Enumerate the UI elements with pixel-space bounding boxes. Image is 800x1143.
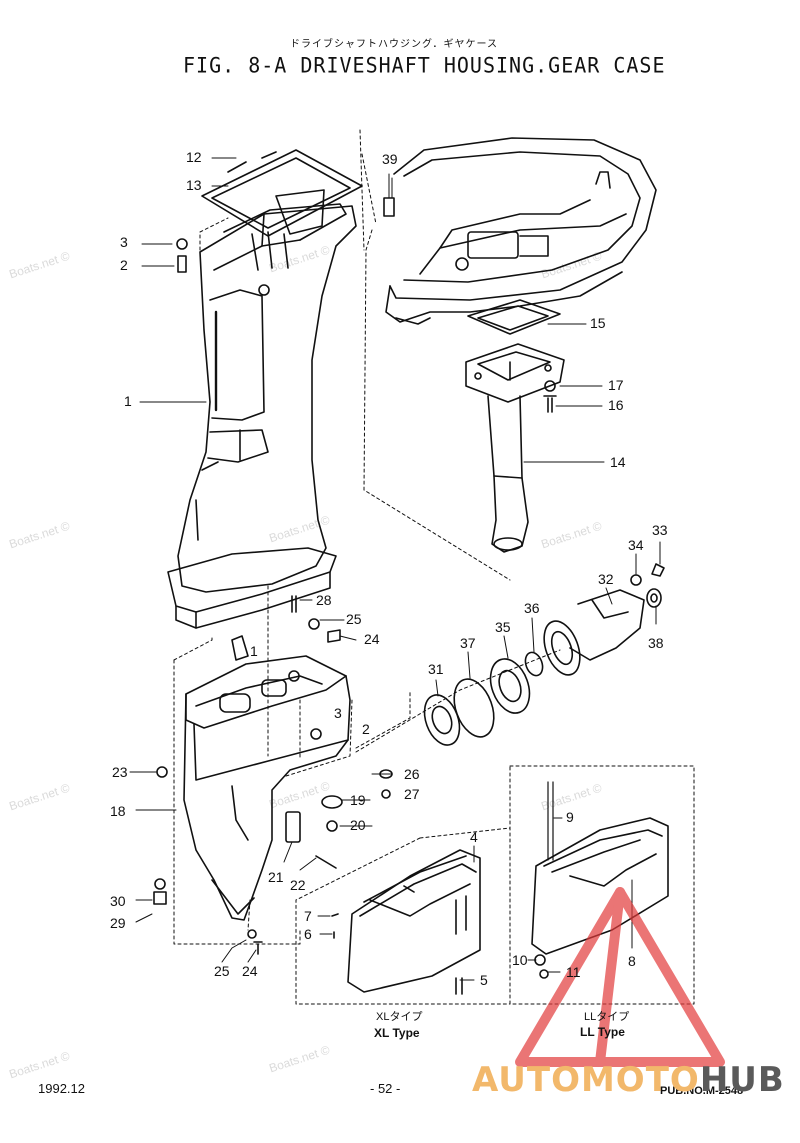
callout-label: 33	[652, 522, 668, 538]
callout-label: 9	[566, 809, 574, 825]
callout-label: 22	[290, 877, 306, 893]
callout-label: 2	[120, 257, 128, 273]
small-fasteners	[153, 595, 393, 955]
brand-text-part1: AUTOMOTO	[472, 1060, 700, 1100]
footer-pub-number: PUB.NO.M-2548	[660, 1085, 744, 1097]
bolt-16	[543, 395, 557, 413]
brand-logo-triangle	[515, 887, 725, 1067]
gear-case	[183, 635, 351, 921]
callout-label: 18	[110, 803, 126, 819]
callout-label: 3	[120, 234, 128, 250]
callout-label: 36	[524, 600, 540, 616]
callout-label: 29	[110, 915, 126, 931]
callout-label: 26	[404, 766, 420, 782]
washer-17	[544, 380, 556, 392]
callout-label: 10	[512, 952, 528, 968]
callout-label: 13	[186, 177, 202, 193]
callout-label: 23	[112, 764, 128, 780]
callout-label: 32	[598, 571, 614, 587]
callout-label: 38	[648, 635, 664, 651]
callout-label: 35	[495, 619, 511, 635]
brand-text-part2: HUB	[699, 1060, 785, 1100]
callout-label: 11	[566, 964, 581, 980]
callout-label: 17	[608, 377, 624, 393]
callout-label: 7	[304, 908, 312, 924]
footer-page-number: - 52 -	[370, 1081, 401, 1096]
callout-label: 20	[350, 817, 366, 833]
top-gasket	[201, 149, 363, 237]
callout-label: 28	[316, 592, 332, 608]
bolt-2	[177, 255, 187, 273]
callout-label: 19	[350, 792, 366, 808]
leader-lines	[129, 157, 661, 981]
callout-label: 25	[214, 963, 230, 979]
xl-caption-japanese: XLタイプ	[376, 1011, 423, 1023]
figure-title: FIG. 8-A DRIVESHAFT HOUSING.GEAR CASE	[183, 52, 666, 78]
ll-type-extension	[531, 781, 669, 979]
xl-caption: XL Type	[374, 1026, 420, 1040]
xl-type-extension	[331, 849, 481, 995]
callout-label: 1	[250, 643, 258, 659]
callout-label: 5	[480, 972, 488, 988]
ll-caption: LL Type	[580, 1025, 625, 1039]
callout-label: 3	[334, 705, 342, 721]
callout-label: 27	[404, 786, 420, 802]
callout-label: 24	[364, 631, 380, 647]
callout-label: 16	[608, 397, 624, 413]
japanese-title: ドライブシャフトハウジング．ギヤケース	[290, 39, 498, 50]
callout-label: 8	[628, 953, 636, 969]
callout-label: 30	[110, 893, 126, 909]
footer-date: 1992.12	[38, 1081, 85, 1096]
callout-label: 12	[186, 149, 202, 165]
callout-label: 2	[362, 721, 370, 737]
callout-label: 37	[460, 635, 476, 651]
water-pump-assembly	[423, 563, 665, 746]
brand-logo-text: AUTOMOTOHUB	[472, 1060, 785, 1100]
gasket-15	[467, 299, 561, 335]
callout-label: 15	[590, 315, 606, 331]
callout-label: 34	[628, 537, 644, 553]
callout-label: 14	[610, 454, 626, 470]
callout-label: 24	[242, 963, 258, 979]
callout-label: 25	[346, 611, 362, 627]
washer-3	[176, 238, 188, 250]
callout-label: 21	[268, 869, 284, 885]
part-39	[383, 197, 395, 217]
callout-label: 4	[470, 829, 478, 845]
callout-label: 31	[428, 661, 444, 677]
callout-label: 6	[304, 926, 312, 942]
callout-label: 1	[124, 393, 132, 409]
ll-caption-japanese: LLタイプ	[584, 1011, 630, 1023]
driveshaft-housing	[167, 189, 357, 629]
bottom-cowling	[385, 137, 657, 325]
exhaust-pipe-14	[465, 343, 565, 553]
callout-label: 39	[382, 151, 398, 167]
dashed-leader-lines	[173, 129, 695, 1005]
